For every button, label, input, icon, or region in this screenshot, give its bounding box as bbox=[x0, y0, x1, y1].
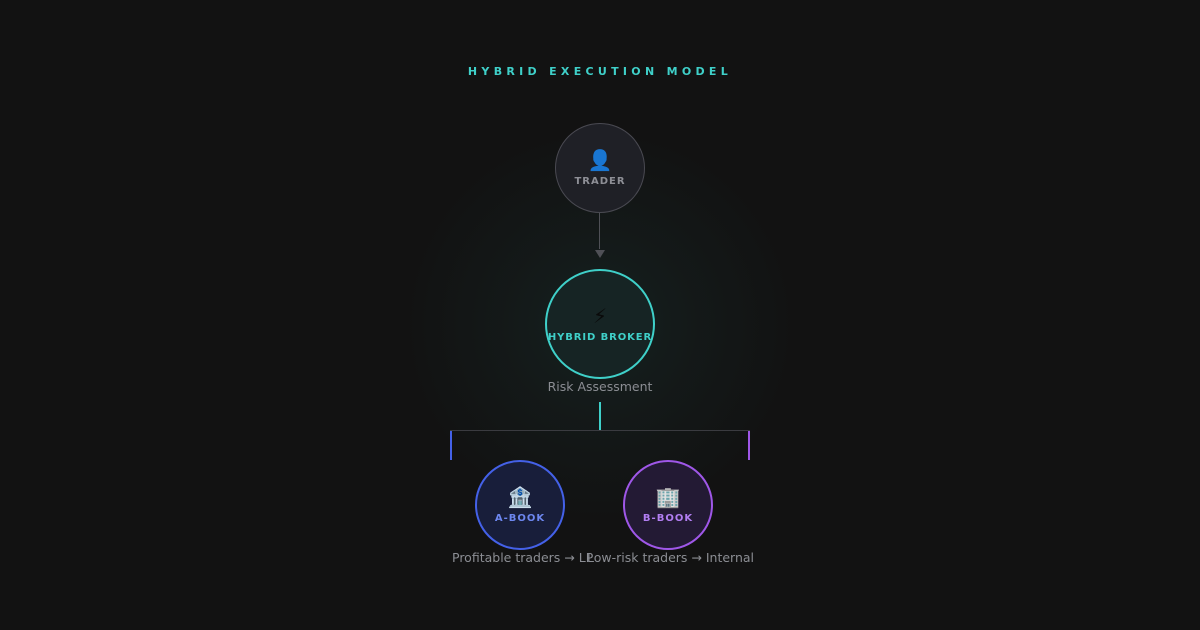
broker-stem-connector bbox=[599, 402, 601, 430]
hybrid-broker-node: ⚡ HYBRID BROKER bbox=[545, 269, 655, 379]
branch-horizontal-connector bbox=[450, 430, 750, 431]
trader-to-broker-connector bbox=[599, 213, 600, 249]
b-book-label: B-BOOK bbox=[642, 513, 694, 524]
lightning-icon: ⚡ bbox=[592, 304, 608, 328]
b-book-caption: Low-risk traders → Internal bbox=[587, 550, 755, 565]
trader-label: TRADER bbox=[574, 176, 626, 187]
a-book-node: 🏦 A-BOOK bbox=[475, 460, 565, 550]
risk-assessment-caption: Risk Assessment bbox=[547, 379, 653, 394]
person-icon: 👤 bbox=[587, 148, 613, 172]
bbook-branch-connector bbox=[748, 431, 750, 460]
bank-building-icon: 🏦 bbox=[507, 485, 533, 509]
b-book-node: 🏢 B-BOOK bbox=[623, 460, 713, 550]
abook-branch-connector bbox=[450, 431, 452, 460]
a-book-label: A-BOOK bbox=[494, 513, 546, 524]
trader-node: 👤 TRADER bbox=[555, 123, 645, 213]
diagram-title: HYBRID EXECUTION MODEL bbox=[467, 65, 733, 78]
office-building-icon: 🏢 bbox=[655, 485, 681, 509]
hybrid-broker-label: HYBRID BROKER bbox=[547, 332, 653, 343]
down-arrow-icon bbox=[595, 250, 605, 258]
a-book-caption: Profitable traders → LP bbox=[452, 550, 594, 565]
